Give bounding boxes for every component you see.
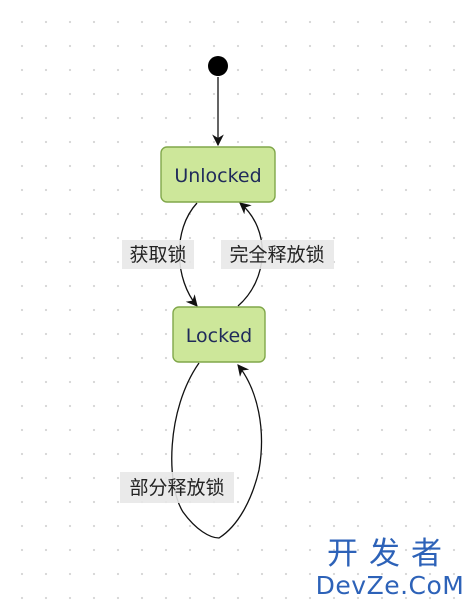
- initial-state-dot: [208, 56, 228, 76]
- edge-label-full-release: 完全释放锁: [221, 240, 334, 269]
- state-locked: Locked: [172, 306, 266, 363]
- edge-label-partial-release-text: 部分释放锁: [129, 477, 224, 499]
- state-unlocked-label: Unlocked: [174, 165, 261, 187]
- edge-label-acquire: 获取锁: [122, 240, 194, 269]
- edge-label-full-release-text: 完全释放锁: [229, 244, 324, 266]
- watermark-logo: 开发者 DevZe.CoM: [314, 537, 466, 601]
- edge-label-acquire-text: 获取锁: [129, 244, 186, 266]
- state-unlocked: Unlocked: [160, 146, 276, 203]
- watermark-english: DevZe.CoM: [315, 571, 465, 600]
- state-locked-label: Locked: [186, 325, 252, 347]
- partial-release-transition-arrow: [171, 362, 263, 539]
- watermark-chinese: 开发者: [327, 536, 453, 572]
- edge-label-partial-release: 部分释放锁: [120, 472, 234, 503]
